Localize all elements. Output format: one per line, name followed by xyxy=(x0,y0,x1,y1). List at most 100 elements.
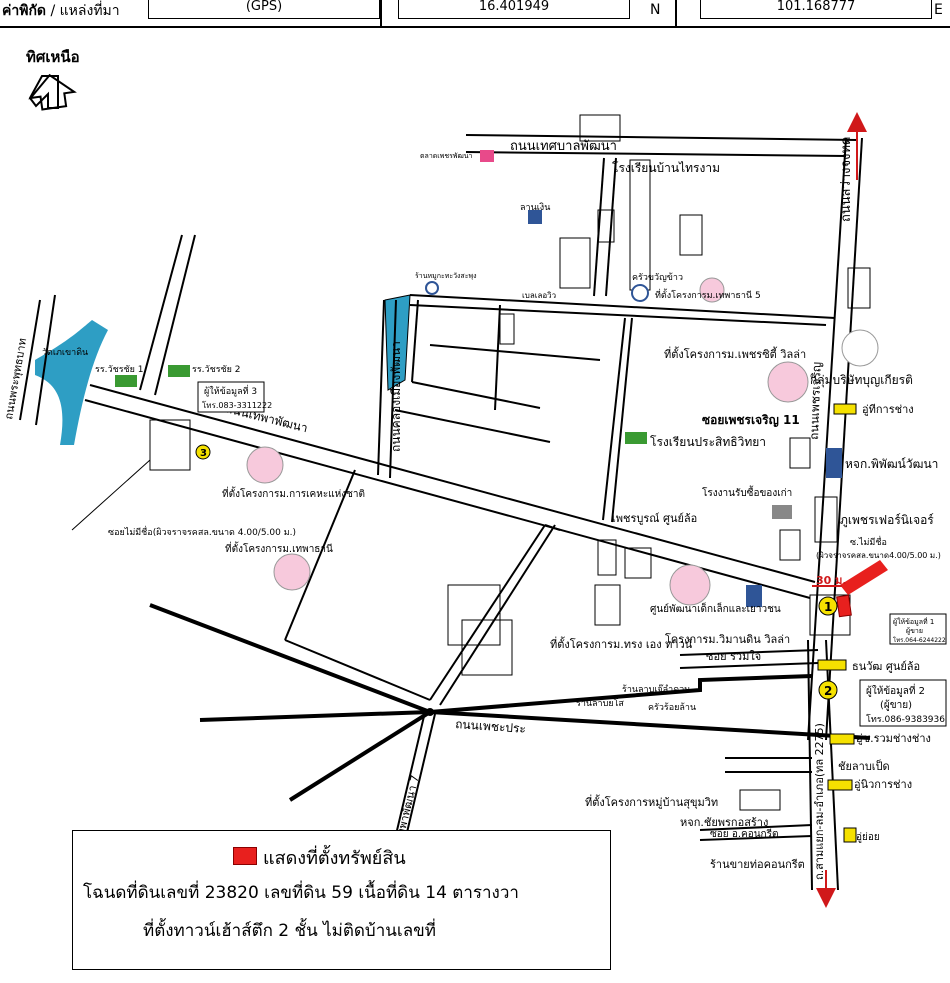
label-krua-khwan: ครัวขวัญข้าว xyxy=(632,272,683,283)
property-marker xyxy=(836,594,852,618)
label-school-watchara2: รร.วัชรชัย 2 xyxy=(192,365,241,375)
informant-2-role: (ผู้ขาย) xyxy=(880,699,912,711)
road-label-soi-left: ซอยไม่มีชื่อ(ผิวจราจรคสล.ขนาด 4.00/5.00 … xyxy=(108,525,296,538)
label-larb-jeng: ร้านลาบเจ๊ลำดวน xyxy=(622,684,690,695)
informant-1-title: ผู้ให้ข้อมูลที่ 1 xyxy=(893,617,934,626)
label-kheha: ที่ตั้งโครงการม.การเคหะแห่งชาติ xyxy=(222,486,365,500)
junction-dot xyxy=(426,708,434,716)
informant-3-title: ผู้ให้ข้อมูลที่ 3 xyxy=(204,384,257,397)
road-label-hwy2275: ถ.สามแยก-ลม-อำเภอ(ทล 2275) xyxy=(813,723,826,880)
label-wat: วัดเภเขาดิน xyxy=(42,347,88,358)
restaurant-icon xyxy=(425,281,439,295)
project-icons xyxy=(246,277,879,606)
truck-icons xyxy=(817,403,857,843)
market-icon xyxy=(480,150,494,162)
label-childcare: ศูนย์พัฒนาเด็กเล็กและเยาวชน xyxy=(650,601,781,615)
school-icon-2 xyxy=(168,365,190,377)
informant-2-phone: โทร.086-9383936 xyxy=(866,714,945,725)
legend-swatch-label: แสดงที่ตั้งทรัพย์สิน xyxy=(263,848,406,869)
river xyxy=(35,320,108,445)
source-box: (GPS) xyxy=(148,0,380,19)
road-label-soi11: ซอยเพชรเจริญ 11 xyxy=(702,413,800,427)
lan-ngoen-icon xyxy=(528,210,542,224)
project-icon-thepthani5 xyxy=(699,277,725,303)
north-label: ทิศเหนือ xyxy=(26,48,80,66)
road-label-phetcharoen: ถนนเพชรเจริญ xyxy=(807,362,824,441)
label-chaiphruk: หจก.ชัยพรกอสร้าง xyxy=(680,816,768,829)
longitude-direction: E xyxy=(934,2,943,18)
project-icon-thepthani xyxy=(273,553,311,591)
label-songeng: ที่ตั้งโครงการม.ทรง เอง ทาวน์ xyxy=(550,636,693,651)
header-separator-2 xyxy=(675,0,677,26)
coordinate-label-bold: ค่าพิกัด xyxy=(2,3,47,19)
label-larb-so: ร้านลาบยโส xyxy=(576,698,624,709)
label-garage-ruam: อู่ช.รวมช่างช่าง xyxy=(856,732,931,745)
label-krua-roi: ครัวร้อยล้าน xyxy=(648,702,696,713)
coordinate-label: ค่าพิกัด / แหล่งที่มา xyxy=(2,0,120,24)
informant-boxes: ผู้ให้ข้อมูลที่ 1 ผู้ขาย โทร.064-6244222… xyxy=(197,381,947,727)
label-bell: เบลเลอวิว xyxy=(522,291,556,300)
label-lan-ngoen: ลานเงิน xyxy=(520,202,550,213)
north-arrow-icon xyxy=(28,73,77,111)
krua-icon xyxy=(631,284,649,302)
building-icon-2 xyxy=(746,585,762,607)
factory-icon xyxy=(772,505,792,519)
longitude-value: 101.168777 xyxy=(700,0,932,19)
school-icon-3 xyxy=(625,432,647,444)
project-icon-phetcity xyxy=(767,361,809,403)
informant-2-title: ผู้ให้ข้อมูลที่ 2 xyxy=(866,683,925,697)
label-wimarn: โครงการม.วิมานดิน วิลล่า xyxy=(665,632,790,646)
label-sukhumvit: ที่ตั้งโครงการหมู่บ้านสุขุมวิท xyxy=(585,794,718,809)
informant-1-phone: โทร.064-6244222 xyxy=(893,636,946,644)
label-garage-niwat: อู่นิวการช่าง xyxy=(854,778,912,791)
informant-1-num: 1 xyxy=(824,600,832,614)
building-blocks xyxy=(149,114,871,811)
road-label-khlong: ถนนคลองเมืองพัฒนา xyxy=(389,341,403,452)
group-icon xyxy=(841,329,879,367)
soi-pointer-line xyxy=(71,459,151,531)
label-group-boonkiat: กลุ่มบริษัทบุญเกียรติ xyxy=(810,373,913,388)
place-labels: ตลาดเพชรพัฒนา โรงเรียนบ้านไทรงาม ลานเงิน… xyxy=(42,152,938,871)
project-icon-kheha xyxy=(246,446,284,484)
label-thepthani5: ที่ตั้งโครงการม.เทพาธานี 5 xyxy=(655,288,761,301)
label-thepthani: ที่ตั้งโครงการม.เทพาธานี xyxy=(225,541,333,555)
informant-2-num: 2 xyxy=(824,684,832,698)
label-school-banphai: โรงเรียนบ้านไทรงาม xyxy=(612,161,720,175)
road-label-soi-right-2: (ผิวจราจรคสล.ขนาด4.00/5.00 ม.) xyxy=(816,551,941,560)
project-icon-childcare xyxy=(669,564,711,606)
road-label-ruamjai: ซอย รวมใจ xyxy=(706,650,761,663)
canal xyxy=(384,294,411,391)
header-separator xyxy=(380,0,382,26)
label-larb-ped: ชัยลาบเป็ด xyxy=(838,759,890,773)
coordinate-label-source: / แหล่งที่มา xyxy=(50,3,120,19)
label-concrete: ร้านขายท่อคอนกรีต xyxy=(710,858,805,871)
label-phetchabun-tire: เพชรบูรณ์ ศูนย์ล้อ xyxy=(612,512,697,525)
label-garage-small: อู่ย่อย xyxy=(856,832,880,843)
road-label-sawang: ถนนสว่างจงหด xyxy=(839,136,854,222)
informant-3-phone: โทร.083-3311222 xyxy=(202,400,272,410)
property-pointer-icon xyxy=(840,560,888,595)
label-restaurant-1: ร้านหมูกะทะวังสะพุง xyxy=(415,272,477,280)
property-swatch xyxy=(233,847,257,865)
latitude-value: 16.401949 xyxy=(398,0,630,19)
road-label-soi-right-1: ซ.ไม่มีชื่อ xyxy=(850,535,887,548)
school-icon-1 xyxy=(115,375,137,387)
informant-3-num: 3 xyxy=(200,448,207,459)
label-school-prasit: โรงเรียนประสิทธิวิทยา xyxy=(650,435,766,449)
latitude-direction: N xyxy=(650,2,661,18)
roads xyxy=(19,134,863,891)
label-school-watchara1: รร.วัชรชัย 1 xyxy=(95,365,144,375)
label-phet-furniture: ภูเพชรเฟอร์นิเจอร์ xyxy=(840,513,934,528)
road-label-phraphuttha: ถนนพระพุทธบาท xyxy=(2,337,29,420)
road-label-phetchabun: ถนนเพชะประ xyxy=(455,717,527,736)
label-garage-1: อู่ทีการช่าง xyxy=(862,403,914,416)
legend-location: ที่ตั้งทาวน์เฮ้าส์ตึก 2 ชั้น ไม่ติดบ้านเ… xyxy=(143,921,436,941)
building-icon xyxy=(826,448,842,478)
informant-1-role: ผู้ขาย xyxy=(906,627,923,635)
coordinate-header: ค่าพิกัด / แหล่งที่มา (GPS) 16.401949 N … xyxy=(0,0,950,28)
road-label-soi-ocon: ซอย อ.คอนกรีต xyxy=(710,828,778,840)
label-piphat: หจก.พิพัฒน์วัฒนา xyxy=(845,457,938,471)
label-recycle: โรงงานรับซื้อของเก่า xyxy=(702,485,792,499)
